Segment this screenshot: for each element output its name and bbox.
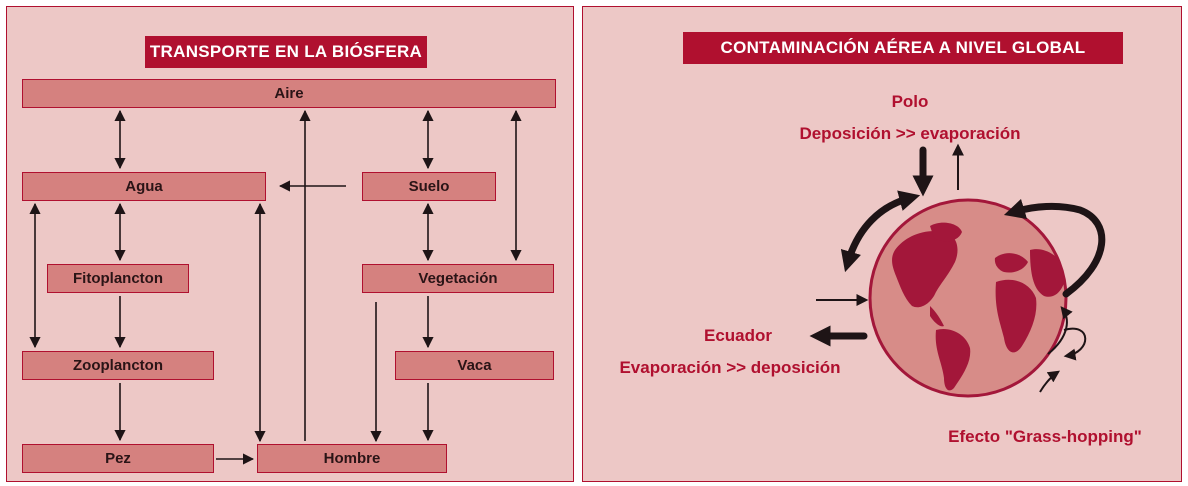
node-suelo: Suelo xyxy=(362,172,496,201)
node-fitoplancton: Fitoplancton xyxy=(47,264,189,293)
label-grass-hopping: Efecto "Grass-hopping" xyxy=(948,427,1142,446)
node-vegetacion: Vegetación xyxy=(362,264,554,293)
globe-icon xyxy=(868,198,1068,398)
node-hombre: Hombre xyxy=(257,444,447,473)
arrow-grasshopping-3 xyxy=(1039,370,1060,393)
label-polo: Polo xyxy=(891,92,929,111)
label-ecuador: Ecuador xyxy=(703,326,773,345)
arrow-circulacion-izq xyxy=(840,190,921,273)
node-agua: Agua xyxy=(22,172,266,201)
node-zooplancton: Zooplancton xyxy=(22,351,214,380)
node-aire: Aire xyxy=(22,79,556,108)
arrow-grasshopping-1 xyxy=(1063,327,1087,361)
arrow-grasshopping-2 xyxy=(1047,306,1073,355)
panel-title-global: CONTAMINACIÓN AÉREA A NIVEL GLOBAL xyxy=(683,32,1123,64)
node-pez: Pez xyxy=(22,444,214,473)
panel-title-biosphere: TRANSPORTE EN LA BIÓSFERA xyxy=(145,36,427,68)
label-ecuador-desc: Evaporación >> deposición xyxy=(619,358,841,377)
label-polo-desc: Deposición >> evaporación xyxy=(799,124,1021,143)
node-vaca: Vaca xyxy=(395,351,554,380)
arrow-circulacion-der xyxy=(1003,198,1106,298)
